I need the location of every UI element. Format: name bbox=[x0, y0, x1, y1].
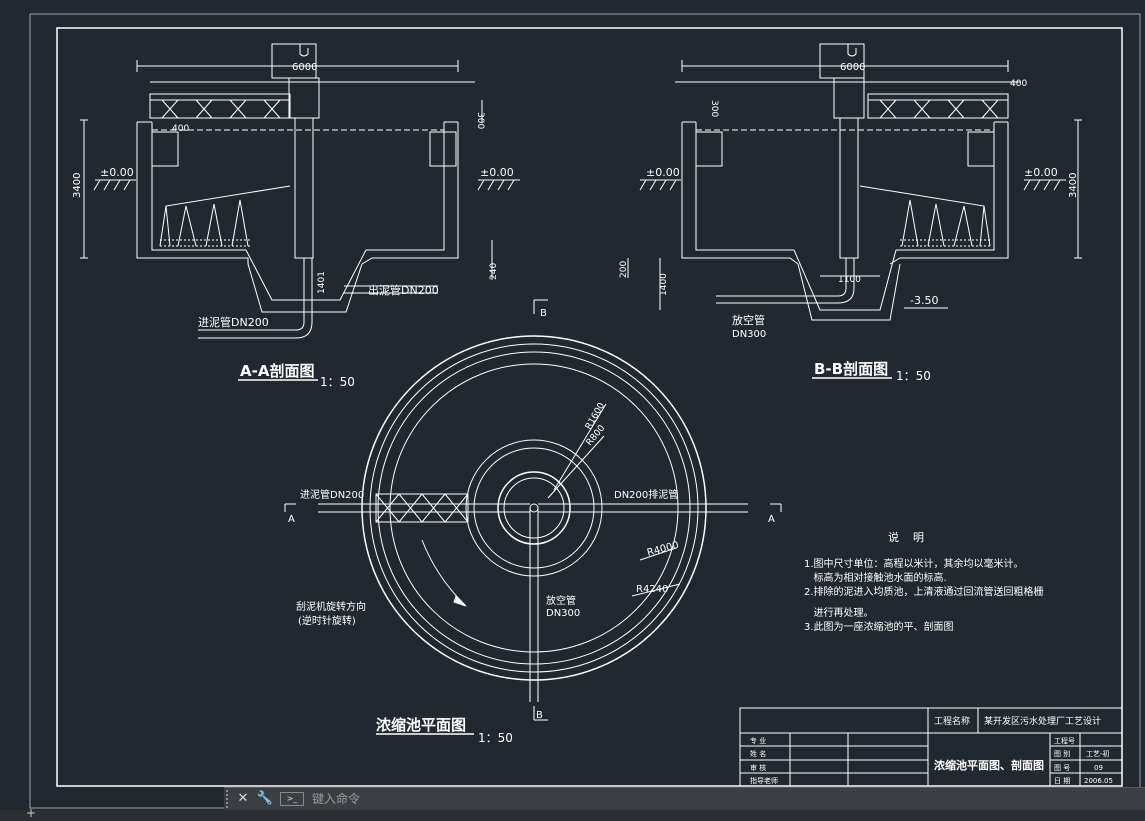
command-line-bar: ✕ 🔧 >_ 键入命令 bbox=[224, 787, 1145, 810]
bb-pipe-empty-label: 放空管 bbox=[732, 313, 765, 327]
plan-pipe-empty-size: DN300 bbox=[546, 608, 580, 619]
notes-line-5: 3.此图为一座浓缩池的平、剖面图 bbox=[804, 620, 954, 633]
tb-info-label-4: 日 期 bbox=[1054, 777, 1070, 785]
plus-icon[interactable]: + bbox=[26, 806, 37, 820]
tb-project-name: 某开发区污水处理厂工艺设计 bbox=[984, 715, 1101, 727]
tb-info-label-3: 图 号 bbox=[1054, 764, 1070, 772]
tb-info-label-1: 工程号 bbox=[1054, 736, 1075, 745]
section-aa-drawing bbox=[80, 43, 520, 381]
section-bb-drawing bbox=[627, 43, 1082, 379]
aa-pipe-in-label: 进泥管DN200 bbox=[198, 315, 269, 329]
drawing-frame-outer bbox=[29, 13, 1141, 809]
notes-line-1: 1.图中尺寸单位：高程以米计，其余均以毫米计。 bbox=[804, 557, 1024, 570]
notes-line-4: 进行再处理。 bbox=[804, 606, 874, 619]
tb-info-value-4: 2006.05 bbox=[1084, 777, 1113, 785]
drawing-frame-inner bbox=[56, 27, 1123, 787]
plan-pipe-empty: 放空管 bbox=[546, 594, 576, 607]
plan-mark-b-top: B bbox=[540, 308, 547, 319]
close-icon[interactable]: ✕ bbox=[237, 791, 249, 806]
bb-scale: 1：50 bbox=[896, 369, 931, 383]
plan-r4240: R4240 bbox=[636, 584, 668, 595]
bb-dim-300: 300 bbox=[709, 100, 719, 117]
tb-info-value-2: 工艺-初 bbox=[1086, 749, 1110, 758]
tb-row-3: 审 核 bbox=[750, 763, 766, 772]
bb-dim-1100: 1100 bbox=[838, 275, 861, 285]
bb-dim-3400: 3400 bbox=[1068, 173, 1079, 198]
tb-drawing-title: 浓缩池平面图、剖面图 bbox=[934, 758, 1044, 772]
title-block bbox=[739, 707, 1123, 787]
notes-line-2: 标高为相对接触池水面的标高. bbox=[804, 571, 947, 584]
aa-dim-400: 400 bbox=[172, 124, 189, 134]
plan-title: 浓缩池平面图 bbox=[376, 716, 466, 734]
tb-project-label: 工程名称 bbox=[934, 715, 970, 727]
bb-pipe-empty-size: DN300 bbox=[732, 329, 766, 340]
aa-level-right: ±0.00 bbox=[480, 166, 514, 179]
bb-title: B-B剖面图 bbox=[814, 360, 888, 378]
aa-title: A-A剖面图 bbox=[240, 362, 314, 380]
aa-level-left: ±0.00 bbox=[100, 166, 134, 179]
bb-level-bottom: -3.50 bbox=[910, 294, 938, 307]
plan-pipe-out: DN200排泥管 bbox=[614, 488, 678, 501]
plan-mark-a-left: A bbox=[288, 514, 295, 525]
bb-level-left: ±0.00 bbox=[646, 166, 680, 179]
aa-pipe-out-label: 出泥管DN200 bbox=[368, 283, 439, 297]
aa-scale: 1：50 bbox=[320, 375, 355, 389]
tb-info-value-3: 09 bbox=[1094, 764, 1103, 772]
command-prompt-icon[interactable]: >_ bbox=[280, 792, 304, 806]
aa-dim-width: 6000 bbox=[292, 62, 317, 73]
plan-mark-a-right: A bbox=[768, 514, 775, 525]
wrench-icon[interactable]: 🔧 bbox=[256, 791, 274, 806]
grip-handle[interactable] bbox=[226, 790, 234, 808]
plan-r4000: R4000 bbox=[646, 540, 680, 559]
tb-row-4: 指导老师 bbox=[750, 776, 778, 785]
plan-mark-b-bottom: B bbox=[536, 710, 543, 721]
bb-dim-400: 400 bbox=[1010, 79, 1027, 89]
tb-row-1: 专 业 bbox=[750, 736, 766, 745]
tb-row-2: 姓 名 bbox=[750, 749, 766, 758]
notes-heading: 说 明 bbox=[888, 530, 924, 544]
status-bar: + bbox=[0, 806, 1145, 821]
plan-pipe-in: 进泥管DN200 bbox=[300, 488, 364, 501]
bb-level-right: ±0.00 bbox=[1024, 166, 1058, 179]
command-input[interactable]: 键入命令 bbox=[312, 792, 361, 806]
plan-rotation-label: 刮泥机旋转方向 bbox=[296, 600, 366, 613]
aa-dim-1401: 1401 bbox=[317, 271, 327, 294]
plan-rotation-sub: (逆时针旋转) bbox=[298, 614, 356, 627]
bb-dim-1400: 1400 bbox=[659, 273, 669, 296]
tb-info-label-2: 图 别 bbox=[1054, 749, 1070, 758]
notes-line-3: 2.排除的泥进入均质池，上清液通过回流管送回粗格栅 bbox=[804, 585, 1044, 598]
aa-dim-300: 300 bbox=[475, 112, 485, 129]
bb-dim-width: 6000 bbox=[840, 62, 865, 73]
bb-dim-200: 200 bbox=[619, 261, 629, 278]
plan-scale: 1：50 bbox=[478, 731, 513, 745]
plan-view-drawing bbox=[284, 299, 782, 735]
aa-dim-3400: 3400 bbox=[72, 173, 83, 198]
aa-dim-240: 240 bbox=[489, 263, 499, 280]
